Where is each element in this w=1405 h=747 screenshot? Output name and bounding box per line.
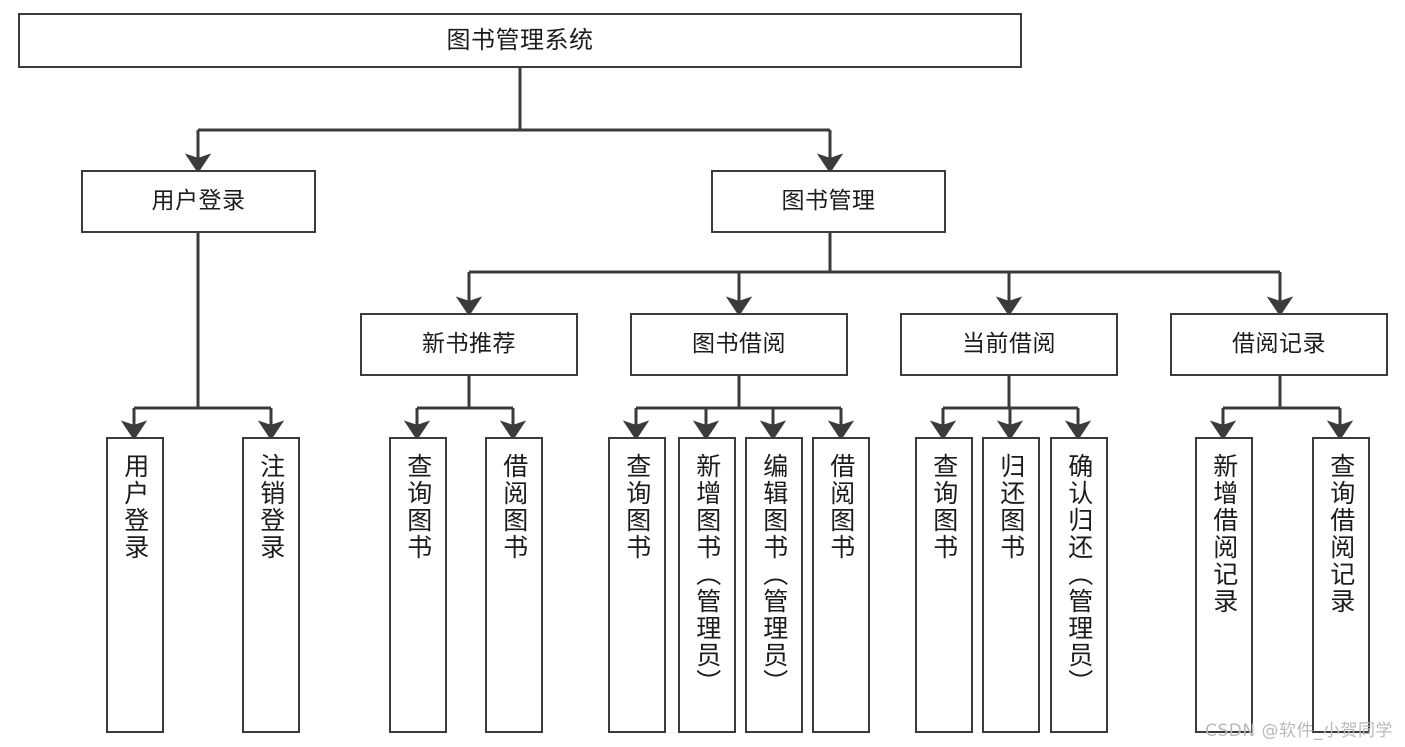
node-current-borrowing[interactable]: 当前借阅 [900, 313, 1118, 376]
node-new-book-recommendation[interactable]: 新书推荐 [360, 313, 578, 376]
node-label: 查询图书 [622, 453, 652, 561]
node-label: 借阅记录 [1232, 330, 1326, 357]
leaf-add-book-admin[interactable]: 新增图书（管理员） [678, 437, 736, 733]
node-label: 注销登录 [256, 453, 286, 561]
node-label: 新增借阅记录 [1209, 453, 1239, 615]
node-label: 借阅图书 [499, 453, 529, 561]
leaf-query-book-recommendation[interactable]: 查询图书 [389, 437, 447, 733]
node-user-login[interactable]: 用户登录 [81, 170, 316, 233]
leaf-edit-book-admin[interactable]: 编辑图书（管理员） [745, 437, 803, 733]
node-root-book-management-system[interactable]: 图书管理系统 [18, 13, 1022, 68]
node-label: 确认归还（管理员） [1064, 453, 1094, 696]
node-label: 借阅图书 [826, 453, 856, 561]
leaf-query-book-borrowing[interactable]: 查询图书 [608, 437, 666, 733]
node-label: 查询借阅记录 [1326, 453, 1356, 615]
node-label: 查询图书 [929, 453, 959, 561]
leaf-borrow-book-borrowing[interactable]: 借阅图书 [812, 437, 870, 733]
node-borrowing-record[interactable]: 借阅记录 [1170, 313, 1388, 376]
leaf-borrow-book-recommendation[interactable]: 借阅图书 [485, 437, 543, 733]
node-label: 归还图书 [996, 453, 1026, 561]
leaf-user-logout[interactable]: 注销登录 [242, 437, 300, 733]
node-label: 新书推荐 [422, 330, 516, 357]
node-label: 查询图书 [403, 453, 433, 561]
leaf-add-borrow-record[interactable]: 新增借阅记录 [1195, 437, 1253, 733]
node-label: 编辑图书（管理员） [759, 453, 789, 696]
node-label: 用户登录 [120, 453, 150, 561]
node-label: 当前借阅 [962, 330, 1056, 357]
leaf-query-borrow-record[interactable]: 查询借阅记录 [1312, 437, 1370, 733]
node-book-borrowing[interactable]: 图书借阅 [630, 313, 848, 376]
node-label: 新增图书（管理员） [692, 453, 722, 696]
node-book-management[interactable]: 图书管理 [711, 170, 946, 233]
node-label: 用户登录 [151, 187, 246, 214]
node-label: 图书借阅 [692, 330, 786, 357]
leaf-user-login[interactable]: 用户登录 [106, 437, 164, 733]
node-label: 图书管理系统 [446, 26, 594, 55]
leaf-confirm-return-admin[interactable]: 确认归还（管理员） [1050, 437, 1108, 733]
leaf-query-book-current[interactable]: 查询图书 [915, 437, 973, 733]
node-label: 图书管理 [781, 187, 876, 214]
leaf-return-book[interactable]: 归还图书 [982, 437, 1040, 733]
watermark: CSDN @软件_小贺同学 [1205, 721, 1393, 741]
